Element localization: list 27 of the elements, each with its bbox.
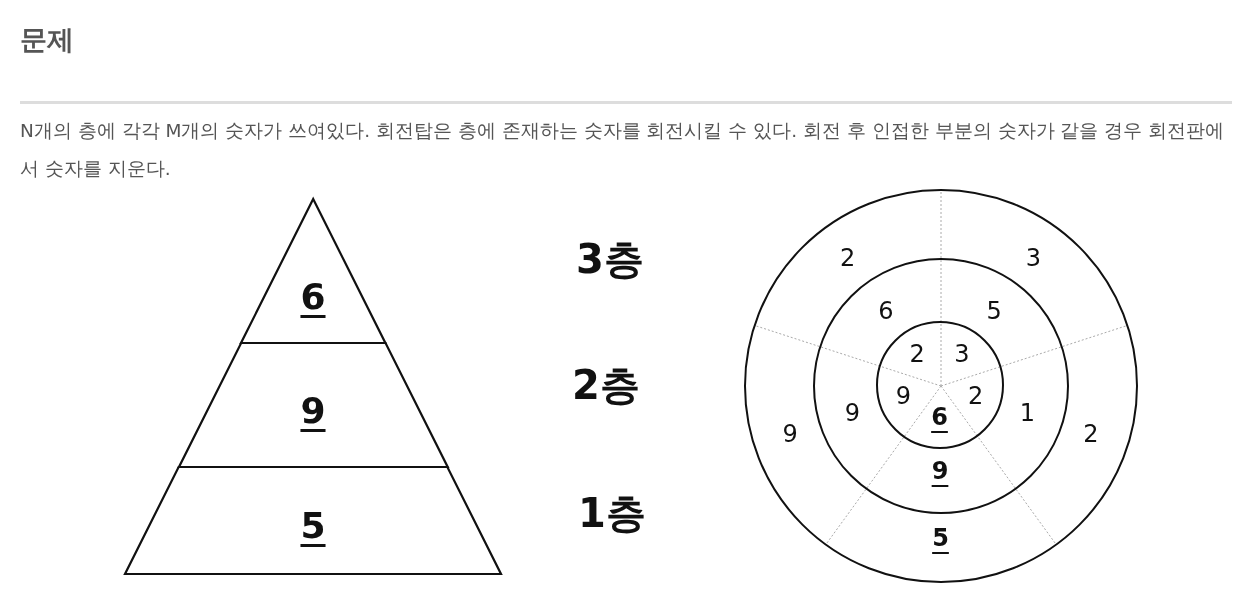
problem-text: N개의 층에 각각 M개의 숫자가 쓰여있다. 회전탑은 층에 존재하는 숫자를 회전시킬 수 있다. 회전 후 인접한 부분의 숫자가 같을 경우 회전판에서 숫자를 지운다. — [20, 119, 1226, 181]
digit: 5 — [300, 507, 326, 544]
digit: 2 — [909, 341, 925, 366]
digit: 2 — [840, 245, 856, 270]
digit: 3 — [1025, 245, 1041, 270]
layer-label: 2층 — [572, 361, 640, 410]
digit: 2 — [968, 384, 984, 409]
digit: 2 — [1083, 422, 1099, 447]
digit: 3 — [954, 341, 970, 366]
digit: 9 — [844, 401, 861, 426]
digit: 6 — [931, 404, 948, 429]
ring-circle — [876, 321, 1004, 449]
digit: 1 — [1019, 401, 1036, 426]
triangle-tier — [240, 199, 386, 343]
layer-label: 3층 — [576, 235, 644, 284]
digit: 9 — [895, 384, 911, 409]
digit: 6 — [300, 278, 326, 315]
digit: 6 — [878, 298, 894, 323]
heading: 문제 — [20, 23, 74, 57]
trapezoid-tier — [178, 343, 448, 467]
digit: 9 — [782, 422, 798, 447]
trapezoid-tier — [125, 467, 501, 574]
layer-label: 1층 — [578, 489, 646, 538]
digit: 5 — [986, 298, 1002, 323]
digit: 5 — [932, 525, 949, 550]
digit: 9 — [300, 393, 326, 430]
digit: 9 — [931, 459, 949, 483]
